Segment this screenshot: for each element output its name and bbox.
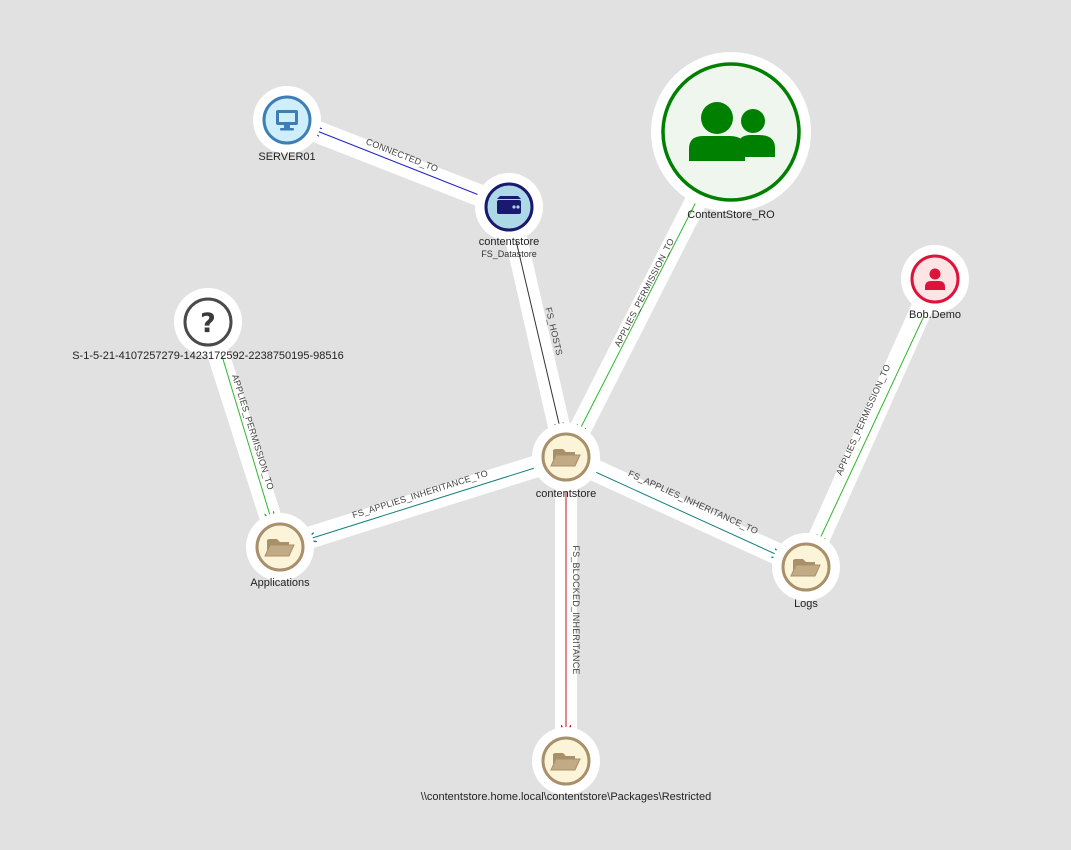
node-server01[interactable]: SERVER01 xyxy=(253,86,321,163)
edge-label-blocked-inheritance: FS_BLOCKED_INHERITANCE xyxy=(571,545,581,674)
folder-open-icon xyxy=(550,753,581,771)
node-folder-logs[interactable]: Logs xyxy=(772,533,840,610)
user-icon xyxy=(925,268,945,290)
node-folder-contentstore[interactable]: contentstore xyxy=(532,423,600,500)
edge-permission-group[interactable]: APPLIES_PERMISSION_TO xyxy=(577,197,699,435)
node-folder-applications[interactable]: Applications xyxy=(246,513,314,589)
node-label: ContentStore_RO xyxy=(687,209,775,221)
node-circle xyxy=(183,297,233,347)
folder-open-icon xyxy=(550,449,581,467)
node-label: S-1-5-21-4107257279-1423172592-223875019… xyxy=(72,350,344,362)
node-label: Applications xyxy=(250,577,310,589)
edge-blocked-inheritance[interactable]: FS_BLOCKED_INHERITANCE xyxy=(566,484,581,735)
node-label: \\contentstore.home.local\contentstore\P… xyxy=(421,791,711,803)
edge-permission-user[interactable]: APPLIES_PERMISSION_TO xyxy=(817,317,924,545)
edge-label-permission-group: APPLIES_PERMISSION_TO xyxy=(612,237,676,349)
edge-inheritance-applications[interactable]: FS_APPLIES_INHERITANCE_TO xyxy=(306,465,542,540)
node-circle xyxy=(661,62,801,202)
node-folder-restricted[interactable]: \\contentstore.home.local\contentstore\P… xyxy=(421,727,711,803)
node-sublabel: FS_Datastore xyxy=(481,249,537,259)
question-mark-icon: ? xyxy=(200,308,216,339)
node-label: contentstore xyxy=(479,236,540,248)
edge-connected-to[interactable]: CONNECTED_TO xyxy=(312,129,485,198)
node-datastore[interactable]: contentstore FS_Datastore xyxy=(475,173,543,259)
node-unknown-sid[interactable]: ? S-1-5-21-4107257279-1423172592-2238750… xyxy=(72,288,344,362)
node-label: SERVER01 xyxy=(258,151,315,163)
node-label: contentstore xyxy=(536,488,597,500)
folder-open-icon xyxy=(264,539,295,557)
node-group-contentstore-ro[interactable]: ContentStore_RO xyxy=(651,52,811,221)
users-group-icon xyxy=(689,102,775,161)
server-drive-icon xyxy=(497,196,521,214)
node-label: Bob.Demo xyxy=(909,309,961,321)
node-label: Logs xyxy=(794,598,818,610)
folder-open-icon xyxy=(790,559,821,577)
node-user-bob-demo[interactable]: Bob.Demo xyxy=(901,245,969,321)
monitor-icon xyxy=(276,110,298,131)
